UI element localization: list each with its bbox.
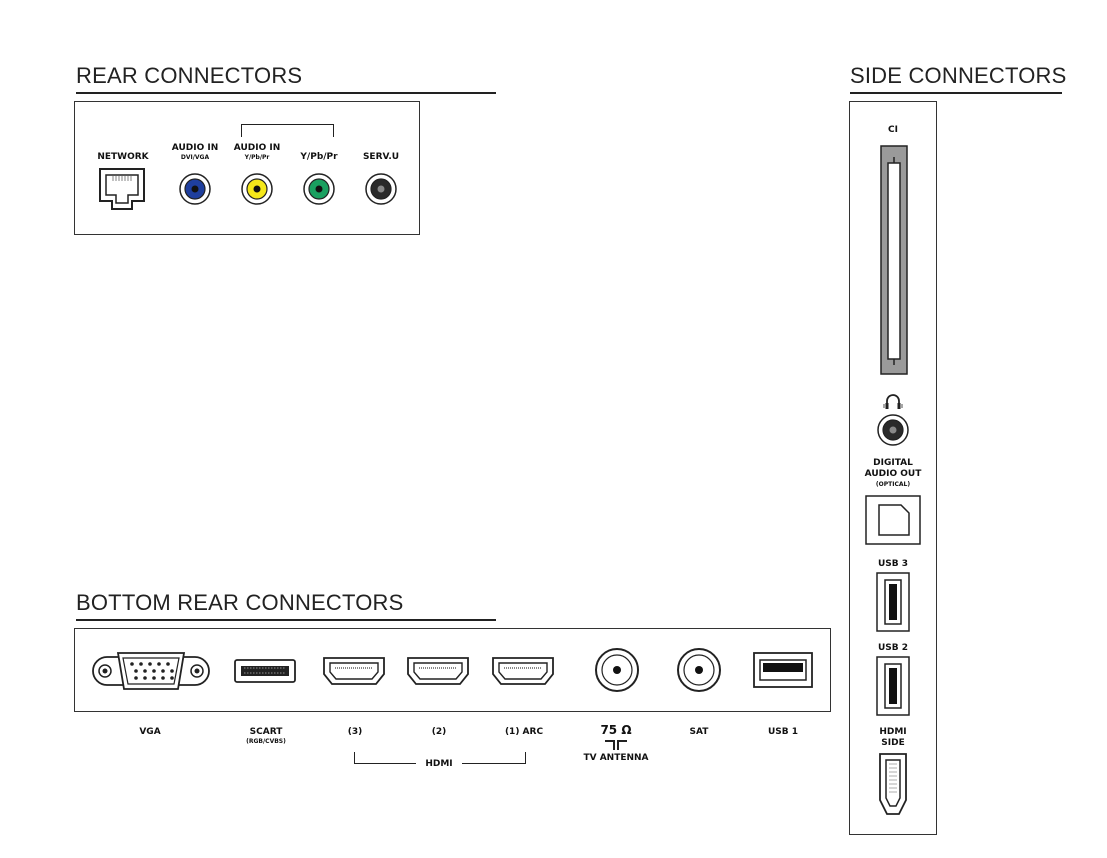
hdmi-side-port xyxy=(879,753,907,815)
tv-antenna-label: TV ANTENNA xyxy=(583,753,649,763)
hdmi2-label: (2) xyxy=(431,727,447,737)
usb2-label: USB 2 xyxy=(877,643,909,653)
hdmi2-port xyxy=(407,657,469,685)
audio-in-ypbpr-jack xyxy=(241,173,273,205)
headphone-jack xyxy=(877,414,909,446)
vga-port xyxy=(92,652,210,690)
antenna-symbol-icon xyxy=(605,740,627,750)
hdmi-group-label: HDMI xyxy=(425,759,453,769)
sat-port xyxy=(677,648,721,692)
scart-label: SCART xyxy=(249,727,283,737)
ethernet-port-icon xyxy=(99,168,145,210)
servu-label: SERV.U xyxy=(362,152,400,162)
audio-in-ypbpr-sublabel: Y/Pb/Pr xyxy=(244,154,270,161)
usb1-port xyxy=(753,652,813,688)
vga-label: VGA xyxy=(139,727,161,737)
hdmi-side-label-2: SIDE xyxy=(881,738,905,748)
audio-in-dvi-sublabel: DVI/VGA xyxy=(180,154,210,161)
scart-port xyxy=(234,659,296,683)
usb1-label: USB 1 xyxy=(767,727,799,737)
ypbpr-label: Y/Pb/Pr xyxy=(300,152,338,162)
audio-in-dvi-label: AUDIO IN xyxy=(171,143,219,153)
hdmi-group-bracket-left xyxy=(354,752,416,764)
usb2-port xyxy=(876,656,910,716)
rear-title-rule xyxy=(76,92,496,94)
network-label: NETWORK xyxy=(97,152,149,162)
hdmi-group-bracket-right xyxy=(462,752,526,764)
headphone-icon xyxy=(883,394,903,409)
usb3-label: USB 3 xyxy=(877,559,909,569)
ci-label: CI xyxy=(888,125,898,135)
optical-port xyxy=(865,495,921,545)
ypbpr-jack xyxy=(303,173,335,205)
ci-slot xyxy=(880,145,908,375)
hdmi1-arc-port xyxy=(492,657,554,685)
bottom-rear-connectors-title: BOTTOM REAR CONNECTORS xyxy=(76,590,404,615)
side-title-rule xyxy=(850,92,1062,94)
hdmi1-arc-label: (1) ARC xyxy=(504,727,544,737)
usb3-port xyxy=(876,572,910,632)
digital-audio-out-label-1: DIGITAL xyxy=(873,458,913,468)
sat-label: SAT xyxy=(689,727,709,737)
hdmi-side-label-1: HDMI xyxy=(879,727,907,737)
tv-antenna-port xyxy=(595,648,639,692)
audio-in-dvi-jack xyxy=(179,173,211,205)
servu-jack xyxy=(365,173,397,205)
optical-sublabel: (OPTICAL) xyxy=(875,481,911,488)
audio-in-ypbpr-label: AUDIO IN xyxy=(233,143,281,153)
scart-sublabel: (RGB/CVBS) xyxy=(246,738,286,745)
rear-connectors-title: REAR CONNECTORS xyxy=(76,63,303,88)
hdmi3-label: (3) xyxy=(347,727,363,737)
ohm-label: 75 Ω xyxy=(600,723,632,737)
hdmi3-port xyxy=(323,657,385,685)
bottom-title-rule xyxy=(76,619,496,621)
side-connectors-title: SIDE CONNECTORS xyxy=(850,63,1067,88)
digital-audio-out-label-2: AUDIO OUT xyxy=(864,469,922,479)
ypbpr-group-bracket xyxy=(241,124,334,137)
